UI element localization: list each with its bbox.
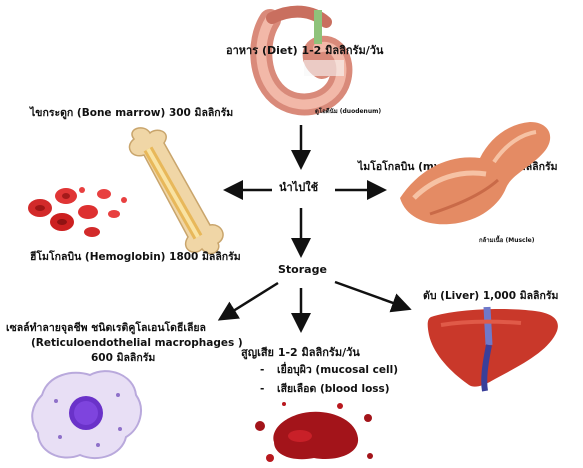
liver-label: ตับ (Liver) 1,000 มิลลิกรัม [423, 290, 558, 303]
arrow-to-macrophage [222, 283, 278, 318]
loss-item-blood: เสียเลือด (blood loss) [277, 383, 390, 396]
loss-title: สูญเสีย 1-2 มิลลิกรัม/วัน [241, 346, 360, 359]
blood-splatter-illustration [240, 398, 380, 468]
duodenum-illustration [252, 2, 352, 114]
arrow-to-liver [335, 282, 407, 308]
hemoglobin-label: ฮีโมโกลบิน (Hemoglobin) 1800 มิลลิกรัม [30, 251, 241, 264]
liver-illustration [425, 305, 565, 395]
macrophage-label-line1: เซลล์ทำลายจุลชีพ ชนิดเรติคูโลเอนโดธีเลีย… [6, 322, 206, 335]
macrophage-label-line2: (Reticuloendothelial macrophages ) [31, 337, 243, 350]
muscle-illustration [390, 118, 560, 228]
macrophage-label-line3: 600 มิลลิกรัม [91, 352, 155, 365]
red-blood-cells-illustration [22, 180, 132, 240]
diet-label: อาหาร (Diet) 1-2 มิลลิกรัม/วัน [226, 44, 383, 57]
use-label: นำไปใช้ [279, 181, 318, 194]
storage-label: Storage [278, 263, 327, 276]
bone-illustration [118, 125, 228, 255]
loss-bullet-2: - [260, 383, 264, 396]
duodenum-caption: ดูโอดีนัม (duodenum) [315, 106, 381, 116]
macrophage-illustration [28, 365, 148, 465]
muscle-caption: กล้ามเนื้อ (Muscle) [479, 235, 534, 245]
bone-marrow-label: ไขกระดูก (Bone marrow) 300 มิลลิกรัม [30, 107, 233, 120]
loss-bullet-1: - [260, 364, 264, 377]
loss-item-mucosal: เยื่อบุผิว (mucosal cell) [277, 364, 398, 377]
